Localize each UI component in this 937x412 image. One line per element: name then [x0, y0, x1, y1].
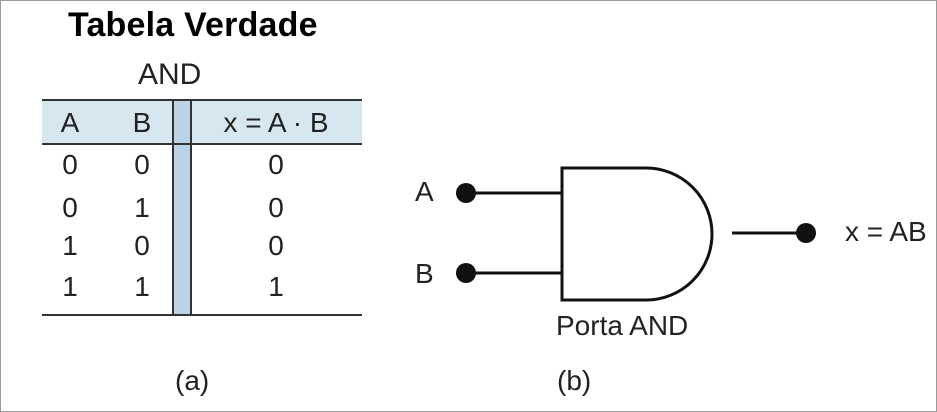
truth-table-cell: 1 [62, 271, 78, 302]
and-gate-symbol [560, 166, 714, 302]
truth-table-header-a: A [60, 107, 80, 138]
caption-a: (a) [175, 365, 210, 396]
truth-table-cell: 0 [268, 149, 284, 180]
input-b-terminal [456, 263, 476, 283]
truth-table-cell: 1 [268, 271, 284, 302]
truth-table-cell: 0 [268, 230, 284, 261]
truth-table-column-separator [172, 101, 192, 316]
truth-table-header-band [42, 101, 362, 143]
output-label: x = AB [845, 216, 927, 247]
input-b-label: B [415, 258, 434, 289]
truth-table-header-rule [42, 143, 362, 145]
truth-table-cell: 0 [268, 192, 284, 223]
truth-table-cell: 0 [62, 149, 78, 180]
truth-table-cell: 0 [134, 149, 150, 180]
input-a-label: A [415, 176, 434, 207]
truth-table-cell: 1 [134, 192, 150, 223]
figure-title: Tabela Verdade [68, 6, 318, 44]
truth-table-cell: 1 [134, 271, 150, 302]
truth-table-gate-name: AND [138, 58, 202, 91]
input-a-terminal [456, 183, 476, 203]
output-terminal [796, 223, 816, 243]
truth-table-header-x: x = A · B [223, 107, 329, 138]
truth-table-cell: 0 [62, 192, 78, 223]
truth-table-cell: 1 [62, 230, 78, 261]
caption-b: (b) [557, 365, 592, 396]
gate-label: Porta AND [556, 310, 689, 341]
truth-table-cell: 0 [134, 230, 150, 261]
truth-table-top-rule [42, 99, 362, 101]
truth-table-header-b: B [132, 107, 152, 138]
truth-table-bottom-rule [42, 314, 362, 316]
